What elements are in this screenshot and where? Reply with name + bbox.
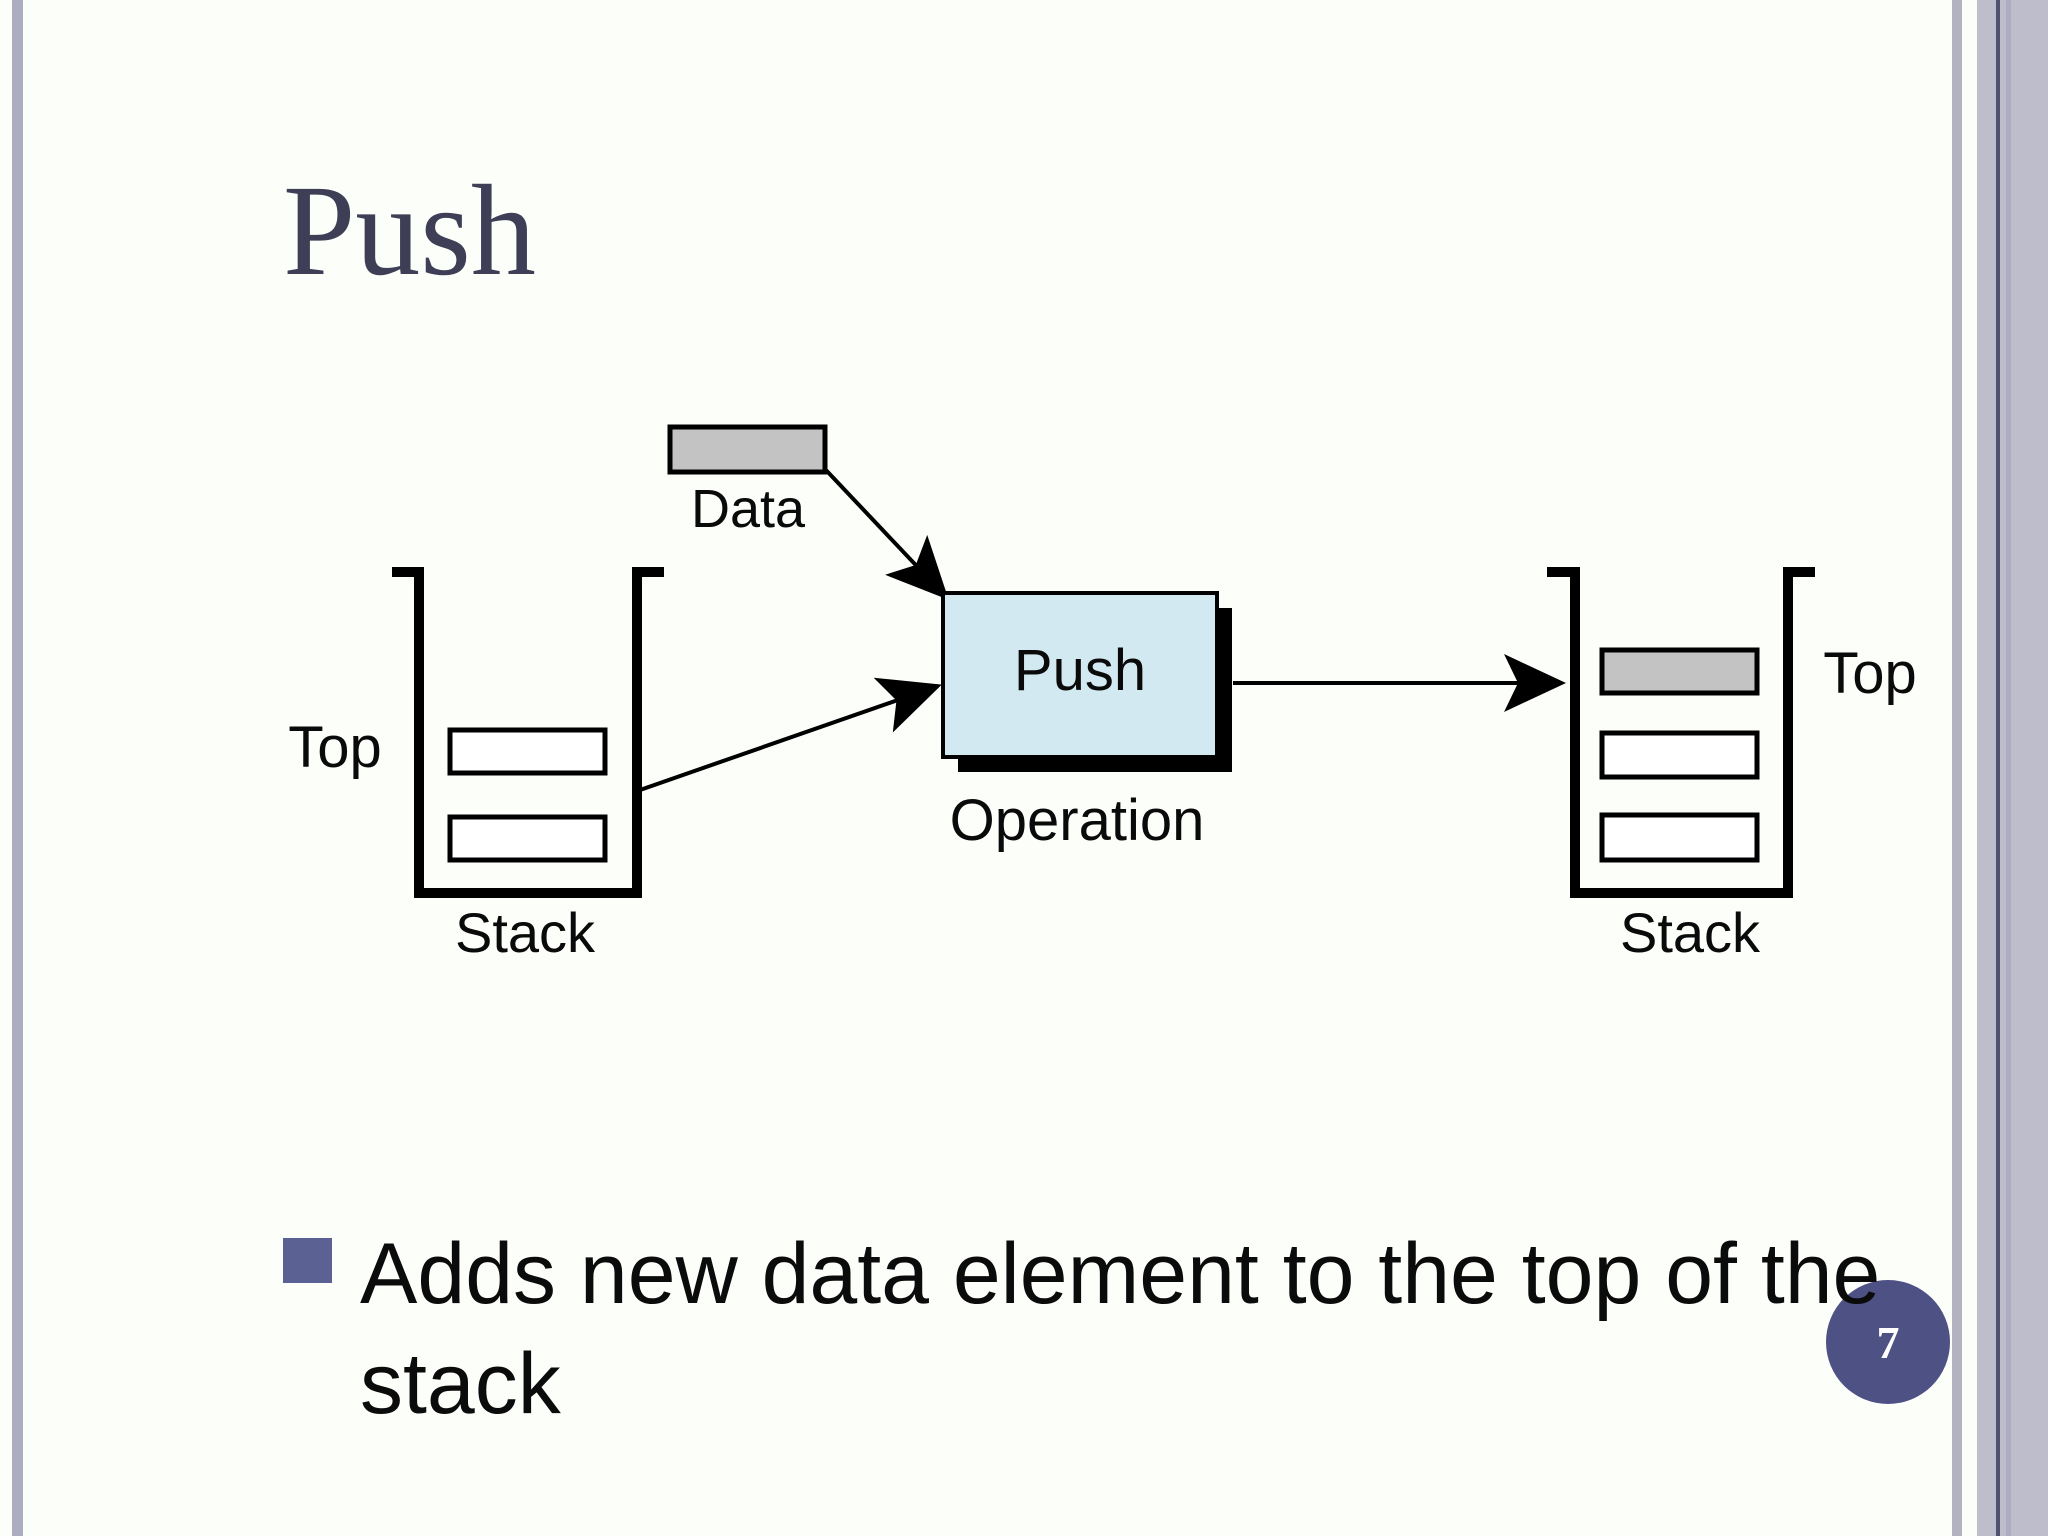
data-box-label: Data [691,479,806,539]
data-element-box [667,424,828,475]
right-border-stripe-thin [1952,0,1962,1536]
left-stack-top-label: Top [288,715,382,780]
right-border-line-dark [1996,0,2000,1536]
right-stack-container [1547,567,1815,898]
right-border-band [1977,0,2048,1536]
arrow-data-to-push [822,466,949,600]
page-number: 7 [1876,1316,1900,1368]
right-stack-slot-3 [1599,812,1760,863]
bullet-text: Adds new data element to the top of the … [360,1226,1881,1432]
left-stack-container [392,567,664,898]
right-stack-top-label: Top [1823,641,1917,706]
page-number-badge: 7 [1826,1280,1950,1404]
arrow-stack-to-push [639,677,942,792]
right-border-line-mid [2006,0,2011,1536]
right-stack-new-element [1599,647,1760,696]
left-border-stripe [12,0,23,1536]
slide-title: Push [283,159,536,303]
push-operation-box [941,591,1219,759]
left-stack-slot-2 [447,814,608,863]
operation-label: Operation [950,788,1205,853]
push-box-label: Push [1014,638,1146,703]
left-stack-label: Stack [455,901,596,964]
right-stack-slot-2 [1599,730,1760,780]
bullet-marker [283,1238,332,1283]
left-stack-slot-1 [447,727,608,776]
right-stack-label: Stack [1620,901,1761,964]
